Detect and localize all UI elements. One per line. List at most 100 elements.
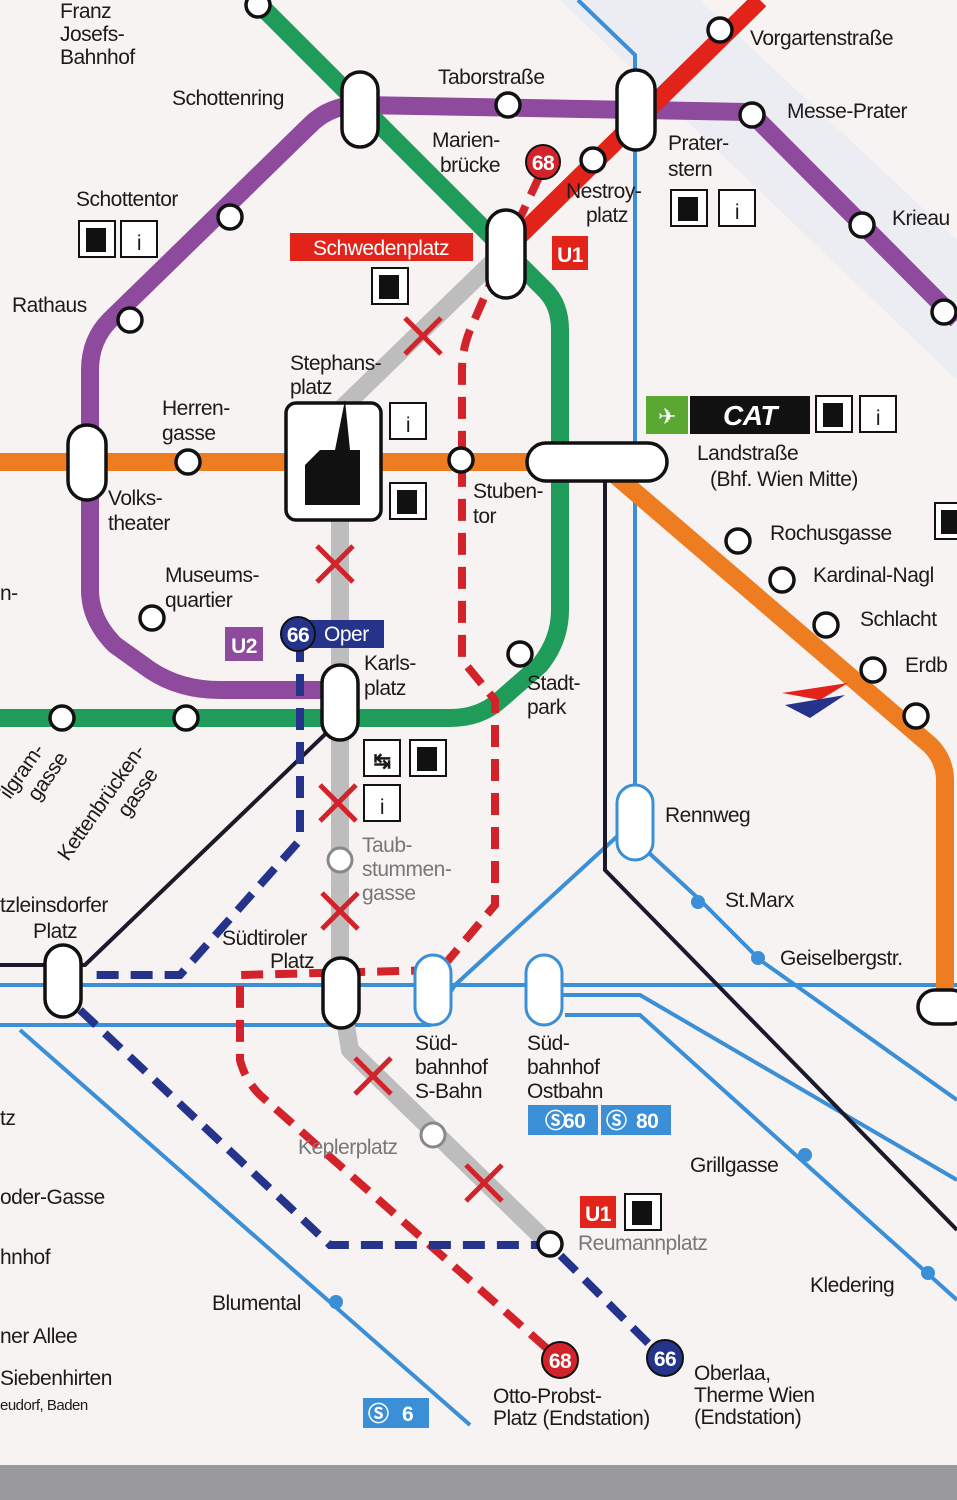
svg-text:68: 68: [532, 152, 555, 175]
closed-x-icon: [315, 544, 355, 584]
station-schlachthausgasse[interactable]: [812, 611, 840, 639]
station-suedbahnhof-ostbahn[interactable]: [524, 953, 564, 1027]
u4-line: [0, 0, 569, 727]
tram-68-line: [236, 173, 563, 1363]
closed-markers: [315, 316, 504, 1203]
label-schlachthausgasse: Schlacht: [860, 608, 937, 631]
station-pilgramgasse[interactable]: [48, 704, 76, 732]
svg-text:6: 6: [402, 1403, 413, 1426]
svg-text:(Bhf. Wien Mitte): (Bhf. Wien Mitte): [710, 468, 858, 491]
station-kettenbrueckengasse[interactable]: [172, 704, 200, 732]
station-gasometer[interactable]: [902, 702, 930, 730]
label-keplerplatz: Keplerplatz: [298, 1136, 398, 1159]
station-matzleinsdorfer-platz[interactable]: [43, 943, 83, 1019]
sbahn-stops: [329, 895, 935, 1309]
station-geiselbergstrasse[interactable]: [751, 951, 765, 965]
svg-text:66: 66: [287, 624, 309, 647]
badge-u1-reumannplatz: U1: [580, 1196, 616, 1228]
station-erdberg[interactable]: [859, 656, 887, 684]
station-kardinal-nagl-platz[interactable]: [768, 566, 796, 594]
label-erdberg: Erdb: [905, 654, 947, 677]
station-stadtpark[interactable]: [506, 640, 534, 668]
station-schottentor[interactable]: [216, 203, 244, 231]
station-suedbahnhof-sbahn[interactable]: [413, 953, 453, 1027]
svg-text:stummen-: stummen-: [362, 858, 452, 881]
label-stephansplatz: Stephans-: [290, 352, 382, 375]
station-nestroyplatz[interactable]: [579, 146, 607, 174]
station-taubstummengasse[interactable]: [326, 846, 354, 874]
sbahn-line-kledering: [565, 1013, 957, 1302]
station-st-marx[interactable]: [691, 895, 705, 909]
label-schwedenplatz: Schwedenplatz: [290, 233, 473, 261]
label-suedtiroler-platz: Südtiroler: [222, 927, 307, 950]
station-schwedenplatz[interactable]: [485, 208, 527, 300]
sbahn-lines: [0, 0, 957, 1427]
badge-cat: ✈ CAT: [646, 396, 810, 434]
station-stadion[interactable]: [930, 298, 957, 326]
svg-text:ner Allee: ner Allee: [0, 1325, 77, 1348]
sbahn-line-north: [453, 0, 637, 987]
lift-icon: [624, 1193, 662, 1231]
station-rathaus[interactable]: [116, 306, 144, 334]
station-karlsplatz[interactable]: [320, 663, 360, 742]
svg-text:Therme Wien: Therme Wien: [694, 1384, 815, 1407]
airplane-icon: [646, 396, 688, 434]
label-st-marx: St.Marx: [725, 889, 795, 912]
station-stubentor[interactable]: [447, 446, 475, 474]
label-suedbahnhof-ostbahn: Süd-: [527, 1032, 570, 1055]
label-reumannplatz: Reumannplatz: [578, 1232, 707, 1255]
station-suedtiroler-platz[interactable]: [321, 956, 361, 1030]
station-volkstheater[interactable]: [66, 423, 108, 502]
svg-text:stern: stern: [668, 158, 712, 181]
label-kardinal-nagl-platz: Kardinal-Nagl: [813, 564, 934, 587]
sbahn-icon: Ⓢ: [368, 1402, 389, 1426]
station-franz-josefs-bahnhof[interactable]: [244, 0, 272, 19]
badge-tram66-oper: 66 Oper: [280, 616, 384, 652]
svg-text:tz: tz: [0, 1107, 15, 1130]
svg-text:quartier: quartier: [165, 589, 233, 612]
svg-text:i: i: [735, 201, 739, 224]
station-praterstern[interactable]: [615, 68, 657, 152]
sbahn-icon: Ⓢ: [606, 1109, 627, 1133]
station-messe-prater[interactable]: [738, 101, 766, 129]
svg-text:hnhof: hnhof: [0, 1246, 51, 1269]
dark-line-east: [603, 470, 957, 1232]
station-keplerplatz[interactable]: [419, 1121, 447, 1149]
label-schottenring: Schottenring: [172, 87, 284, 110]
facility-icons: i i i i ↹ i: [78, 189, 957, 1231]
lift-icon: [371, 267, 409, 305]
svg-text:U1: U1: [585, 1203, 612, 1226]
label-franz-josefs-bahnhof: Franz: [60, 0, 111, 23]
label-matzleinsdorfer-platz: tzleinsdorfer: [0, 894, 108, 917]
lokalbahn-logo: [782, 683, 848, 718]
svg-text:theater: theater: [108, 512, 170, 535]
svg-text:U1: U1: [557, 244, 584, 267]
station-schottenring[interactable]: [340, 70, 380, 149]
info-icon: i: [859, 395, 897, 433]
label-karlsplatz: Karls-: [364, 652, 416, 675]
station-reumannplatz[interactable]: [536, 1230, 564, 1258]
simple-stations: [48, 0, 957, 1258]
svg-text:↹: ↹: [373, 750, 390, 773]
station-rennweg[interactable]: [615, 783, 655, 862]
station-rochusgasse[interactable]: [724, 527, 752, 555]
sbahn-capsules: [413, 783, 655, 1027]
lift-icon: [409, 739, 447, 777]
label-grillgasse: Grillgasse: [690, 1154, 778, 1177]
svg-text:Platz (Endstation): Platz (Endstation): [493, 1407, 650, 1430]
station-krieau[interactable]: [848, 211, 876, 239]
station-blumental[interactable]: [329, 1295, 343, 1309]
station-vorgartenstrasse[interactable]: [706, 16, 734, 44]
station-taborstrasse[interactable]: [494, 91, 522, 119]
svg-text:bahnhof: bahnhof: [415, 1056, 488, 1079]
lift-icon: [389, 482, 427, 520]
info-icon: i: [363, 784, 401, 822]
svg-text:80: 80: [636, 1110, 658, 1133]
station-museumsquartier[interactable]: [138, 604, 166, 632]
station-east-interchange[interactable]: [916, 988, 957, 1026]
station-landstrasse[interactable]: [525, 441, 669, 483]
station-grillgasse[interactable]: [798, 1148, 812, 1162]
station-kledering[interactable]: [921, 1266, 935, 1280]
station-herrengasse[interactable]: [174, 448, 202, 476]
badner-bahn-icon: ↹: [363, 739, 401, 777]
